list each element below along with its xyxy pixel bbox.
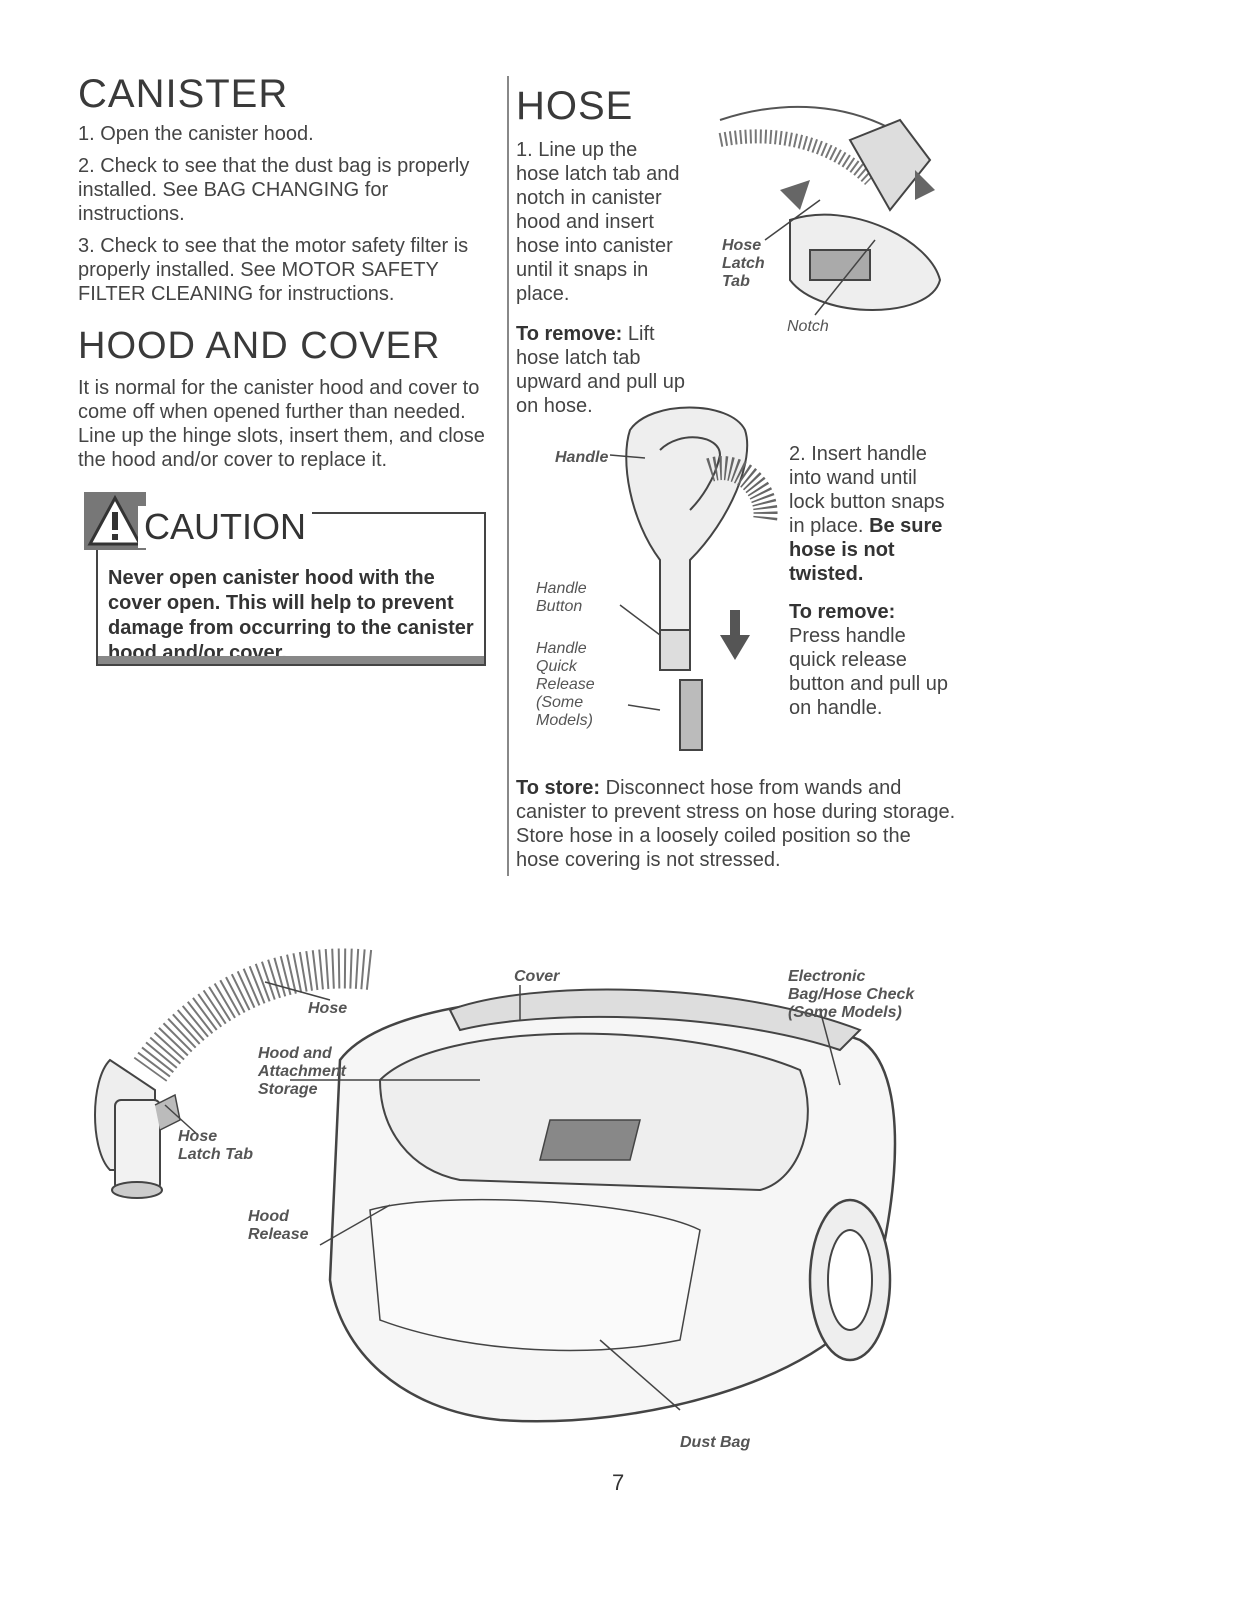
label-notch: Notch — [787, 318, 829, 335]
hose-remove-2: To remove: Press handle quick release bu… — [789, 600, 949, 720]
label-handle-button: Handle Button — [536, 580, 587, 615]
label-hose-latch-tab-top: Hose Latch Tab — [722, 237, 765, 290]
caution-bar — [98, 656, 484, 664]
hose-step-2-bold: Be sure hose is not twisted. — [789, 515, 943, 585]
hose-remove-2-text: Press handle quick release button and pu… — [789, 625, 949, 719]
label-hose-latch-tab-bottom: Hose Latch Tab — [178, 1128, 253, 1163]
hood-cover-text: It is normal for the canister hood and c… — [78, 377, 485, 471]
label-handle-quick-release: Handle Quick Release (Some Models) — [536, 640, 595, 729]
warning-icon — [84, 492, 146, 550]
column-divider — [507, 76, 509, 876]
canister-step-2: 2. Check to see that the dust bag is pro… — [78, 155, 470, 225]
label-hose: Hose — [308, 1000, 348, 1017]
hose-remove-2-label: To remove: — [789, 601, 896, 623]
hose-heading: HOSE — [516, 84, 634, 128]
label-hood-storage: Hood and Attachment Storage — [258, 1045, 347, 1098]
hose-step-2: 2. Insert handle into wand until lock bu… — [789, 442, 949, 586]
hose-remove-1-label: To remove: — [516, 323, 623, 345]
label-electronic-check: Electronic Bag/Hose Check (Some Models) — [788, 968, 915, 1021]
canister-step-1: 1. Open the canister hood. — [78, 123, 314, 145]
caution-text: Never open canister hood with the cover … — [108, 567, 474, 664]
canister-step-3: 3. Check to see that the motor safety fi… — [78, 235, 469, 305]
caution-heading: CAUTION — [138, 506, 312, 548]
label-handle: Handle — [555, 449, 609, 466]
hose-latch-illustration — [718, 105, 942, 316]
label-cover: Cover — [514, 968, 560, 985]
label-hood-release: Hood Release — [248, 1208, 309, 1243]
canister-heading: CANISTER — [78, 72, 289, 116]
page-number: 7 — [612, 1470, 625, 1495]
hood-cover-heading: HOOD AND COVER — [78, 325, 441, 367]
hose-store: To store: Disconnect hose from wands and… — [516, 776, 956, 872]
hose-remove-1: To remove: Lift hose latch tab upward an… — [516, 322, 686, 418]
hose-step-2-text: 2. Insert handle into wand until lock bu… — [789, 443, 945, 537]
label-dust-bag: Dust Bag — [680, 1434, 751, 1451]
hose-store-text: Disconnect hose from wands and canister … — [516, 777, 956, 871]
caution-box: CAUTION Never open canister hood with th… — [84, 492, 486, 666]
hose-remove-1-text: Lift hose latch tab upward and pull up o… — [516, 323, 686, 417]
hose-step-1: 1. Line up the hose latch tab and notch … — [516, 139, 680, 305]
handle-illustration — [609, 406, 778, 751]
hose-store-label: To store: — [516, 777, 601, 799]
canister-illustration — [94, 948, 897, 1423]
canister-steps: 1. Open the canister hood. 2. Check to s… — [78, 122, 498, 314]
